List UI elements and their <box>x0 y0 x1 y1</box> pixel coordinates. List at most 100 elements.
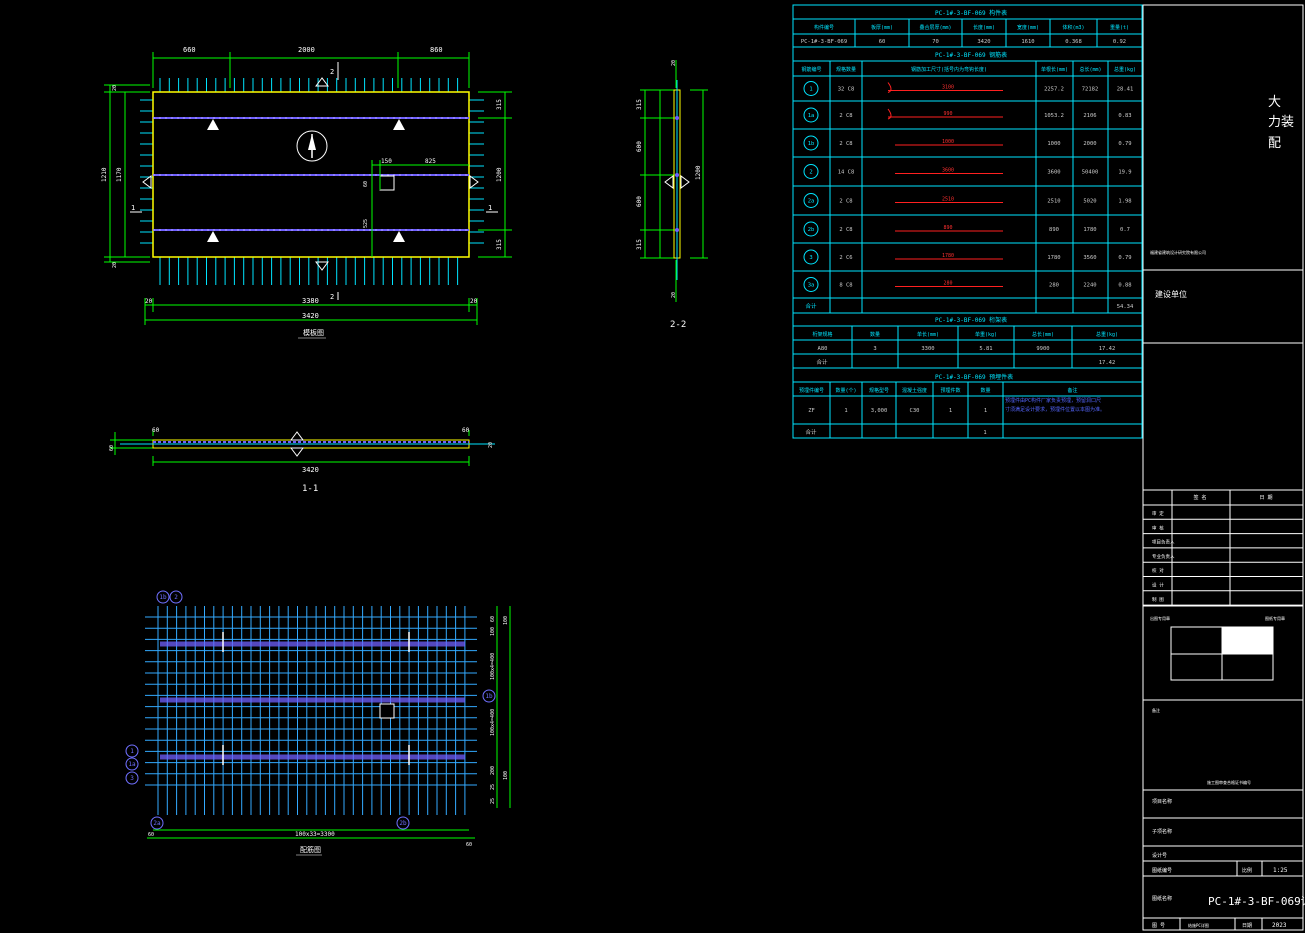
rebar-dim-r3: 100 <box>503 616 509 625</box>
rebar-spec: 14 C8 <box>838 170 855 176</box>
section-mark-left: 1 <box>131 204 135 212</box>
rebar-single: 3600 <box>1047 170 1060 176</box>
marker-bottom-2-label: 2b <box>399 820 407 827</box>
table2-title: PC-1#-3-BF-069 钢筋表 <box>935 51 1007 59</box>
plan-caption: 模板图 <box>303 328 324 337</box>
rebar-id-1: 1 <box>809 87 812 93</box>
s11-dim-right-1: 60 <box>462 427 470 434</box>
rebar-id-circle <box>803 164 819 179</box>
t4-header-1: 数量(个) <box>835 387 856 394</box>
rebar-spec: 32 C8 <box>838 87 855 93</box>
rebar-total: 3560 <box>1083 255 1096 261</box>
t1-header-5: 体积(m3) <box>1062 24 1084 31</box>
rebar-weight: 0.79 <box>1118 255 1131 261</box>
s22-dim-right: 1200 <box>695 165 702 180</box>
dim-right-1: 315 <box>496 99 503 110</box>
section-2-2: 315 600 600 315 1200 20 20 2-2 <box>636 60 708 330</box>
t1-cell-4: 1610 <box>1021 39 1034 45</box>
t2-header-1: 规格数量 <box>836 66 856 73</box>
rebar-plan: 60 100 100 100x4=400 100x4=400 200 100 2… <box>125 590 511 856</box>
dim-top-1: 660 <box>183 46 196 54</box>
t1-cell-0: PC-1#-3-BF-069 <box>801 39 847 45</box>
rebar-dim-b1: 60 <box>148 832 154 838</box>
scale-value: 1:25 <box>1273 867 1288 874</box>
marker-bottom-1 <box>150 816 164 830</box>
marker-left-1-label: 1 <box>130 748 134 755</box>
table4-note-line2: 寸须满足设计要求，预埋件位置以本图为准。 <box>1005 406 1105 413</box>
rebar-weight: 0.83 <box>1118 113 1131 119</box>
rebar-weight: 1.98 <box>1118 199 1131 205</box>
t1-header-1: 板厚(mm) <box>871 24 893 31</box>
marker-top-1 <box>156 590 170 604</box>
company-small: 福建省建筑设计研究院有限公司 <box>1150 249 1206 255</box>
s22-dim-2: 600 <box>636 141 643 152</box>
rebar-id-2: 2 <box>809 170 812 176</box>
table1-title: PC-1#-3-BF-069 构件表 <box>935 9 1007 17</box>
t1-cell-6: 0.92 <box>1113 39 1126 45</box>
marker-top-2-label: 2 <box>174 594 178 601</box>
logo-text-2: 力装 <box>1268 115 1294 130</box>
t2-total-label: 合计 <box>805 302 817 310</box>
tables-block: PC-1#-3-BF-069 构件表 构件编号板厚(mm)叠合层厚(mm)长度(… <box>792 4 1143 439</box>
s22-dim-bottom: 20 <box>671 292 677 298</box>
rebar-spec: 2 C6 <box>839 255 852 261</box>
rebar-weight: 19.9 <box>1118 170 1131 176</box>
t4-cell-4: 1 <box>949 408 952 414</box>
hole-dim-4: 525 <box>363 219 369 228</box>
direction-arrow-icon <box>296 130 328 162</box>
rebar-dim-r5: 100x4=400 <box>490 709 496 736</box>
rebar-hook-icon <box>887 108 898 120</box>
marker-top-1-label: 1b <box>159 594 167 601</box>
t4-total: 1 <box>983 430 986 436</box>
t1-header-6: 重量(t) <box>1110 24 1129 31</box>
dim-top-2: 2000 <box>298 46 315 54</box>
stamp-label: 出图专用章 <box>1150 615 1170 621</box>
marker-left-1 <box>125 744 139 758</box>
rebar-plan-caption: 配筋图 <box>300 845 321 854</box>
marker-top-2 <box>169 590 183 604</box>
rebar-id-2b: 2b <box>808 227 815 233</box>
t3-header-1: 数量 <box>870 331 880 338</box>
t4-header-2: 规格型号 <box>869 387 889 394</box>
rebar-weight: 28.41 <box>1117 87 1134 93</box>
dim-top-3: 860 <box>430 46 443 54</box>
t3-cell-1: 3 <box>873 346 876 352</box>
project-label: 项目名称 <box>1152 798 1172 805</box>
rebar-weight: 0.88 <box>1118 283 1131 289</box>
t3-total-label: 合计 <box>816 358 828 366</box>
s22-dim-4: 315 <box>636 239 643 250</box>
hole-dim-2: 825 <box>425 158 436 165</box>
rebar-dim-r6: 200 <box>490 766 496 775</box>
sign-header-2: 日 期 <box>1259 495 1272 501</box>
rebar-shape-length: 280 <box>943 281 952 287</box>
s11-dim-left-1: 60 <box>152 427 160 434</box>
sign-row-label: 审 定 <box>1152 510 1164 517</box>
dim-overall: 3420 <box>302 312 319 320</box>
t3-cell-3: 5.81 <box>979 346 992 352</box>
t4-total-label: 合计 <box>805 428 817 436</box>
rebar-id-1a: 1a <box>808 113 815 119</box>
t1-header-0: 构件编号 <box>814 24 834 31</box>
section-mark-top: 2 <box>330 68 334 76</box>
section-1-1: 60 60 60 20 3420 1-1 <box>109 427 495 494</box>
s11-dim-left-2: 60 <box>109 445 115 451</box>
rebar-total: 2240 <box>1083 283 1096 289</box>
s22-dim-1: 315 <box>636 99 643 110</box>
rebar-weight: 0.7 <box>1120 227 1130 233</box>
rebar-total: 2106 <box>1083 113 1096 119</box>
section-mark-right: 1 <box>488 204 492 212</box>
marker-left-2-label: 1a <box>128 761 136 768</box>
rebar-single: 1053.2 <box>1044 113 1064 119</box>
rebar-total: 5020 <box>1083 199 1096 205</box>
marker-bottom-1-label: 2a <box>153 820 161 827</box>
logo-text-1: 大 <box>1268 95 1281 110</box>
rebar-weight: 0.79 <box>1118 141 1131 147</box>
logo-text-3: 配 <box>1268 136 1281 151</box>
marker-left-2 <box>125 757 139 771</box>
rebar-dim-r7: 100 <box>503 771 509 780</box>
table4-note-line1: 预埋件由PC构件厂家负责预埋，预留洞口尺 <box>1005 397 1101 404</box>
t2-header-5: 总重(kg) <box>1114 66 1136 73</box>
dim-bottom-2: 3380 <box>302 297 319 305</box>
rebar-id-circle <box>803 249 819 265</box>
bottom-label-4: 2023 <box>1272 922 1287 929</box>
